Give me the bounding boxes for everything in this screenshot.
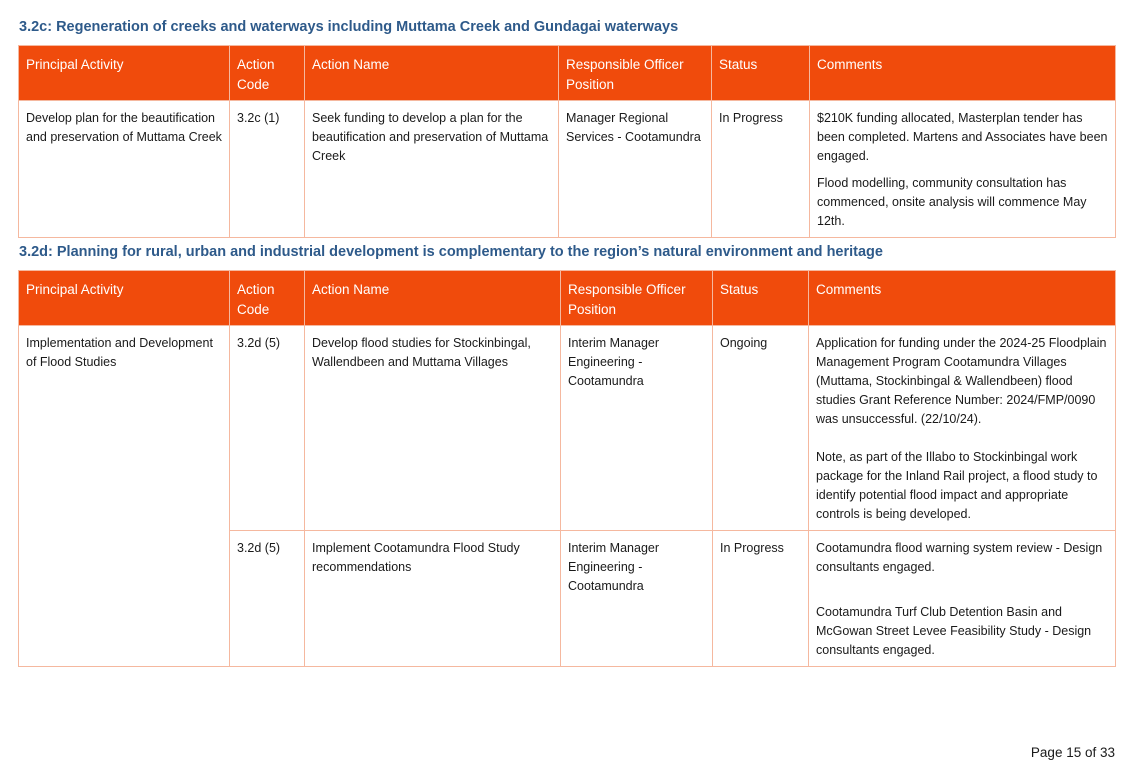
header-status: Status <box>711 45 810 101</box>
cell-action-name: Implement Cootamundra Flood Study recomm… <box>304 530 561 667</box>
table-row: Develop plan for the beautification and … <box>18 100 1116 238</box>
comment-paragraph: Note, as part of the Illabo to Stockinbi… <box>816 450 1098 521</box>
cell-status: Ongoing <box>712 325 809 531</box>
comment-paragraph: Cootamundra flood warning system review … <box>816 541 1103 574</box>
cell-principal-activity: Implementation and Development of Flood … <box>18 325 230 667</box>
cell-officer: Manager Regional Services - Cootamundra <box>558 100 712 238</box>
cell-status: In Progress <box>711 100 810 238</box>
cell-officer: Interim Manager Engineering - Cootamundr… <box>560 325 713 531</box>
cell-principal-activity: Develop plan for the beautification and … <box>18 100 230 238</box>
header-comments: Comments <box>808 270 1116 326</box>
table-row: 3.2d (5) Implement Cootamundra Flood Stu… <box>19 530 1116 667</box>
section-heading-3-2d: 3.2d: Planning for rural, urban and indu… <box>19 244 883 260</box>
cell-officer: Interim Manager Engineering - Cootamundr… <box>560 530 713 667</box>
header-principal-activity: Principal Activity <box>18 45 230 101</box>
header-action-code: Action Code <box>229 270 305 326</box>
cell-action-code: 3.2d (5) <box>229 530 305 667</box>
cell-action-code: 3.2c (1) <box>229 100 305 238</box>
comment-paragraph: Cootamundra Turf Club Detention Basin an… <box>816 605 1092 657</box>
header-officer: Responsible Officer Position <box>558 45 712 101</box>
cell-comments: Cootamundra flood warning system review … <box>808 530 1116 667</box>
header-action-name: Action Name <box>304 45 559 101</box>
page-number: Page 15 of 33 <box>1030 745 1115 760</box>
header-comments: Comments <box>809 45 1116 101</box>
table-3-2c: Principal Activity Action Code Action Na… <box>18 45 1116 238</box>
header-principal-activity: Principal Activity <box>18 270 230 326</box>
header-status: Status <box>712 270 809 326</box>
comment-paragraph: Flood modelling, community consultation … <box>817 176 1087 228</box>
comment-paragraph: $210K funding allocated, Masterplan tend… <box>817 111 1108 163</box>
comment-paragraph: Application for funding under the 2024-2… <box>816 336 1107 426</box>
table-row: Implementation and Development of Flood … <box>18 325 1116 667</box>
header-action-code: Action Code <box>229 45 305 101</box>
cell-comments: $210K funding allocated, Masterplan tend… <box>809 100 1116 238</box>
header-officer: Responsible Officer Position <box>560 270 713 326</box>
header-action-name: Action Name <box>304 270 561 326</box>
cell-comments: Application for funding under the 2024-2… <box>808 325 1116 531</box>
cell-action-name: Develop flood studies for Stockinbingal,… <box>304 325 561 531</box>
section-heading-3-2c: 3.2c: Regeneration of creeks and waterwa… <box>19 19 679 35</box>
cell-status: In Progress <box>712 530 809 667</box>
cell-action-code: 3.2d (5) <box>229 325 305 531</box>
cell-action-name: Seek funding to develop a plan for the b… <box>304 100 559 238</box>
table-3-2d: Principal Activity Action Code Action Na… <box>18 270 1116 667</box>
